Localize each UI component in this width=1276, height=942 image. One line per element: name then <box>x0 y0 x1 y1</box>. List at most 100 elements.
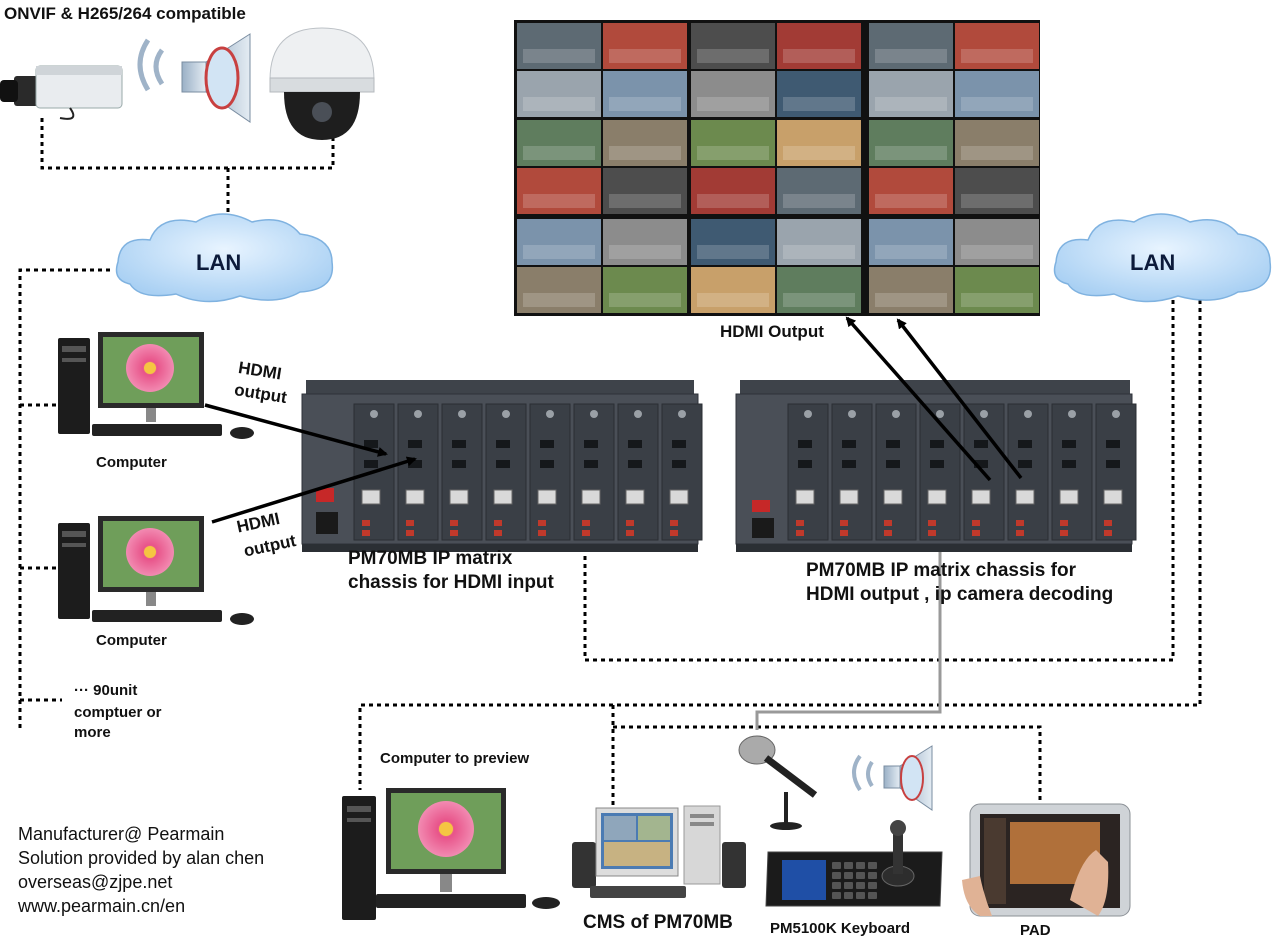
keyboard-key <box>868 872 877 879</box>
chassis-hdmi-port <box>540 460 554 468</box>
video-wall-tile <box>869 168 953 214</box>
pad-tablet <box>962 803 1131 917</box>
chassis-usb-port <box>1060 520 1068 526</box>
chassis-hdmi-port <box>672 440 686 448</box>
chassis-card-slot <box>617 403 659 541</box>
video-wall-tile-detail <box>523 245 595 259</box>
chassis-hdmi-port <box>408 440 422 448</box>
keyboard-key <box>844 882 853 889</box>
video-wall-tile-detail <box>783 293 855 307</box>
chassis-hdmi-port <box>886 440 900 448</box>
keyboard-key <box>844 862 853 869</box>
chassis-ethernet-port <box>1059 489 1079 505</box>
chassis-hdmi-port <box>1018 460 1032 468</box>
video-wall-tile-detail <box>697 194 769 208</box>
chassis-ethernet-port <box>537 489 557 505</box>
chassis-ethernet-port <box>449 489 469 505</box>
video-wall-tile <box>691 219 775 265</box>
lan-cloud-right <box>1053 213 1272 303</box>
chassis-usb-port <box>538 530 546 536</box>
chassis-usb-port <box>362 520 370 526</box>
chassis-card-slot <box>397 403 439 541</box>
video-wall-tile <box>955 219 1039 265</box>
chassis-hdmi-port <box>974 460 988 468</box>
video-wall-tile <box>955 71 1039 117</box>
chassis-ethernet-port <box>795 489 815 505</box>
video-wall-tile <box>869 219 953 265</box>
video-wall-tile-detail <box>697 146 769 160</box>
chassis-hdmi-port <box>672 460 686 468</box>
video-wall-tile-detail <box>697 97 769 111</box>
video-wall-tile <box>777 120 861 166</box>
video-wall-tile <box>517 267 601 313</box>
speaker-small-icon <box>852 745 933 811</box>
video-wall-tile <box>955 120 1039 166</box>
video-wall-tile <box>869 23 953 69</box>
cms-workstation <box>572 805 746 898</box>
chassis-card-screw <box>458 410 466 418</box>
keyboard-key <box>832 862 841 869</box>
chassis-hdmi-port <box>452 440 466 448</box>
chassis-hdmi-input <box>301 380 703 552</box>
video-wall-tile <box>777 267 861 313</box>
chassis-usb-port <box>670 530 678 536</box>
chassis-usb-port <box>928 520 936 526</box>
video-wall-tile-detail <box>961 49 1033 63</box>
video-wall-tile-detail <box>783 146 855 160</box>
chassis-usb-port <box>1016 520 1024 526</box>
chassis-hdmi-port <box>842 460 856 468</box>
chassis-usb-port <box>884 520 892 526</box>
chassis-usb-port <box>884 530 892 536</box>
video-wall-tile-detail <box>961 245 1033 259</box>
keyboard-key <box>832 892 841 899</box>
video-wall-tile-detail <box>609 293 681 307</box>
chassis-hdmi-port <box>584 460 598 468</box>
chassis-card-screw <box>502 410 510 418</box>
chassis-ethernet-port <box>1103 489 1123 505</box>
chassis-left-label-2: chassis for HDMI input <box>348 572 554 593</box>
video-wall-tile-detail <box>875 97 947 111</box>
compat-heading: ONVIF & H265/264 compatible <box>4 4 246 23</box>
chassis-ethernet-port <box>625 489 645 505</box>
video-wall-tile <box>691 120 775 166</box>
chassis-card-screw <box>678 410 686 418</box>
video-wall-tile-detail <box>697 245 769 259</box>
video-wall-tile <box>777 71 861 117</box>
ptz-keyboard <box>765 820 943 907</box>
video-wall-tile <box>517 23 601 69</box>
chassis-card-screw <box>1112 410 1120 418</box>
chassis-ethernet-port <box>581 489 601 505</box>
video-wall-tile-detail <box>875 49 947 63</box>
chassis-usb-port <box>582 520 590 526</box>
chassis-hdmi-port <box>1018 440 1032 448</box>
more-computers-line1: ··· 90unit <box>74 682 138 699</box>
lan-label-left: LAN <box>196 250 242 275</box>
chassis-usb-port <box>626 530 634 536</box>
keyboard-key <box>832 872 841 879</box>
chassis-usb-port <box>670 520 678 526</box>
video-wall-tile-detail <box>783 97 855 111</box>
chassis-card-screw <box>1068 410 1076 418</box>
video-wall-tile <box>691 267 775 313</box>
chassis-hdmi-port <box>496 460 510 468</box>
video-wall-tile-detail <box>523 146 595 160</box>
chassis-usb-port <box>928 530 936 536</box>
chassis-ethernet-port <box>669 489 689 505</box>
chassis-usb-port <box>494 520 502 526</box>
box-camera-icon <box>0 65 123 120</box>
chassis-hdmi-port <box>930 460 944 468</box>
chassis-usb-port <box>406 520 414 526</box>
chassis-ethernet-port <box>361 489 381 505</box>
video-wall-tile <box>517 120 601 166</box>
chassis-hdmi-port <box>1062 440 1076 448</box>
keyboard-cable <box>755 490 942 730</box>
chassis-hdmi-port <box>628 460 642 468</box>
video-wall-tile <box>869 267 953 313</box>
chassis-card-screw <box>804 410 812 418</box>
chassis-usb-port <box>840 530 848 536</box>
video-wall-tile-detail <box>523 293 595 307</box>
video-wall-tile-detail <box>697 49 769 63</box>
chassis-card-slot <box>661 403 703 541</box>
more-computers-line2: comptuer or <box>74 704 162 721</box>
